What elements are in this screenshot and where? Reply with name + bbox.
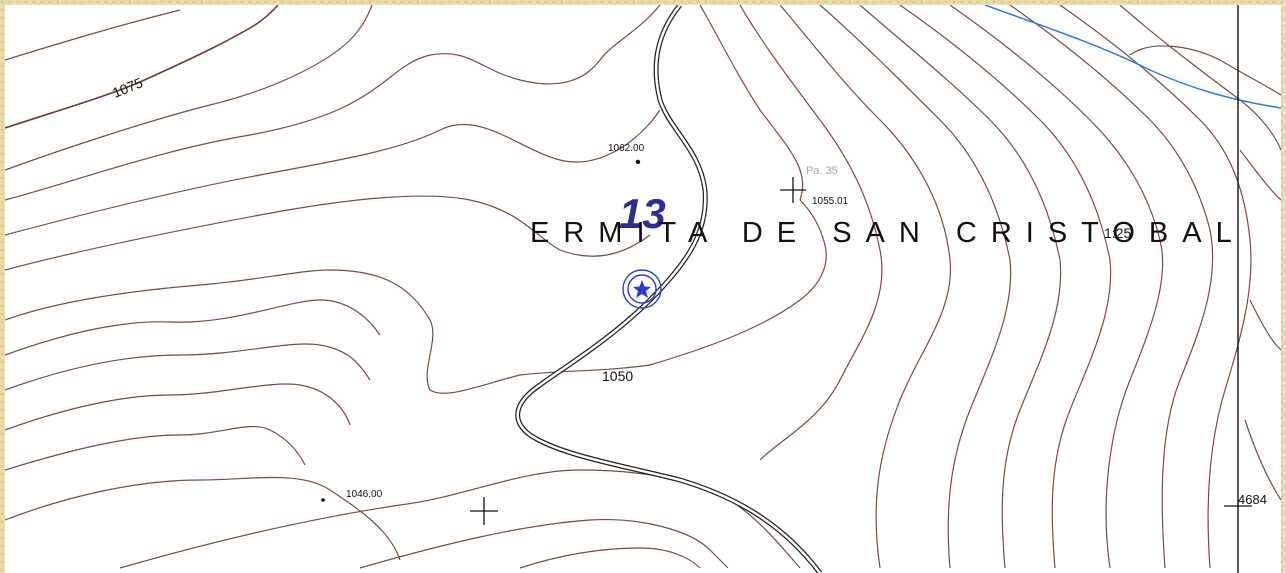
partial-label-right: 1:25 xyxy=(1104,225,1131,241)
contour-label-1075: 1075 xyxy=(110,74,145,101)
faint-label: Pa. 35 xyxy=(806,165,838,177)
spot-height-dot xyxy=(635,159,641,165)
spot-height-label: 1062.00 xyxy=(608,143,645,154)
map-canvas[interactable]: 1075 1050 1062.00 1055.01 1046.00 Pa. 35… xyxy=(5,5,1281,573)
grid-label-right: 4684 xyxy=(1238,492,1267,507)
road xyxy=(515,5,822,573)
survey-cross-icon xyxy=(470,497,498,525)
monument-marker-icon[interactable] xyxy=(622,269,662,309)
topographic-map[interactable]: 1075 1050 1062.00 1055.01 1046.00 Pa. 35… xyxy=(5,5,1281,573)
place-name: ERMITA DE SAN CRISTOBAL xyxy=(530,217,1246,249)
site-number: 13 xyxy=(619,190,666,237)
contour-label-1050: 1050 xyxy=(602,368,633,384)
stream-line xyxy=(984,5,1281,109)
contour-lines xyxy=(5,5,827,569)
spot-height-label: 1046.00 xyxy=(346,489,383,500)
spot-height-dot xyxy=(321,498,325,502)
survey-cross-icon xyxy=(780,177,806,203)
contour-lines-right xyxy=(699,5,1281,569)
spot-height-label: 1055.01 xyxy=(812,196,849,207)
